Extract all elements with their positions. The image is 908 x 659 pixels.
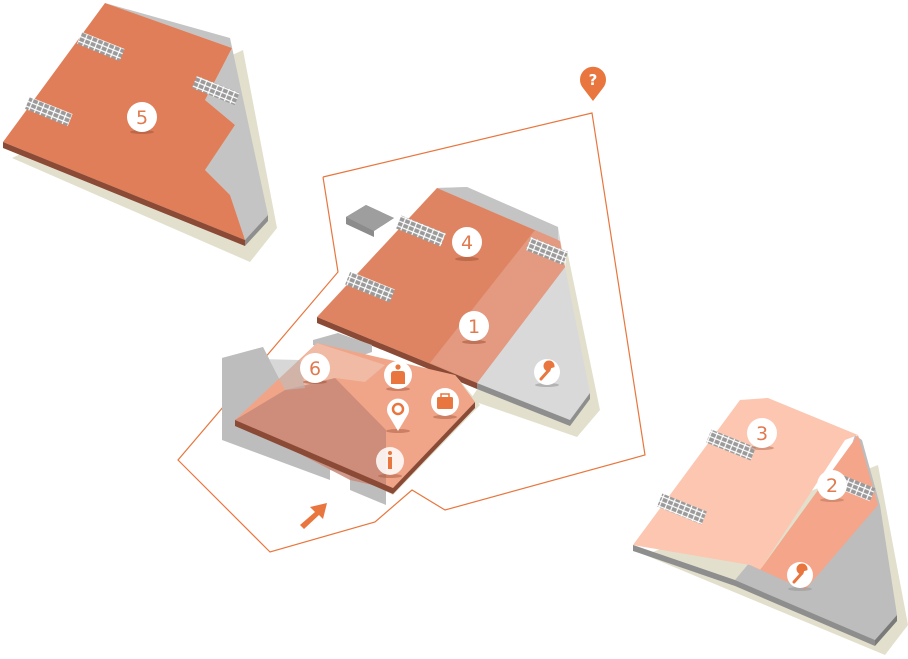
building-number: 2 — [826, 475, 838, 497]
help-marker[interactable]: ? — [580, 66, 606, 101]
help-marker-text: ? — [589, 71, 598, 89]
building-number: 3 — [756, 423, 768, 445]
building-label-4[interactable] — [452, 227, 482, 257]
solar-panel — [706, 429, 756, 461]
building-6[interactable]: 6 — [222, 333, 480, 505]
wrench-icon — [792, 563, 808, 584]
entrance-arrow-icon[interactable] — [300, 503, 327, 529]
info-icon — [388, 451, 392, 469]
building-label-2[interactable] — [817, 470, 847, 500]
solar-panel — [77, 31, 125, 62]
building-number: 4 — [461, 232, 473, 254]
building-4-1[interactable]: 4 1 — [317, 187, 600, 437]
building-3-2[interactable]: 3 2 — [633, 398, 908, 655]
building-number: 5 — [136, 107, 148, 129]
building-label-1[interactable] — [459, 311, 489, 341]
person-icon — [391, 364, 405, 384]
building-number: 6 — [309, 358, 321, 380]
building-label-5[interactable] — [127, 102, 157, 132]
building-number: 1 — [468, 316, 480, 338]
solar-panel — [657, 493, 707, 525]
solar-panel — [525, 237, 569, 265]
solar-panel — [192, 75, 240, 106]
briefcase-icon — [437, 393, 453, 409]
building-5[interactable]: 5 — [3, 3, 277, 262]
building-label-3[interactable] — [747, 418, 777, 448]
question-pin-icon — [580, 66, 606, 101]
solar-panel — [396, 215, 446, 247]
building-label-6[interactable] — [300, 353, 330, 383]
solar-panel — [25, 96, 73, 127]
wrench-icon — [539, 360, 555, 381]
solar-panel — [345, 271, 395, 303]
